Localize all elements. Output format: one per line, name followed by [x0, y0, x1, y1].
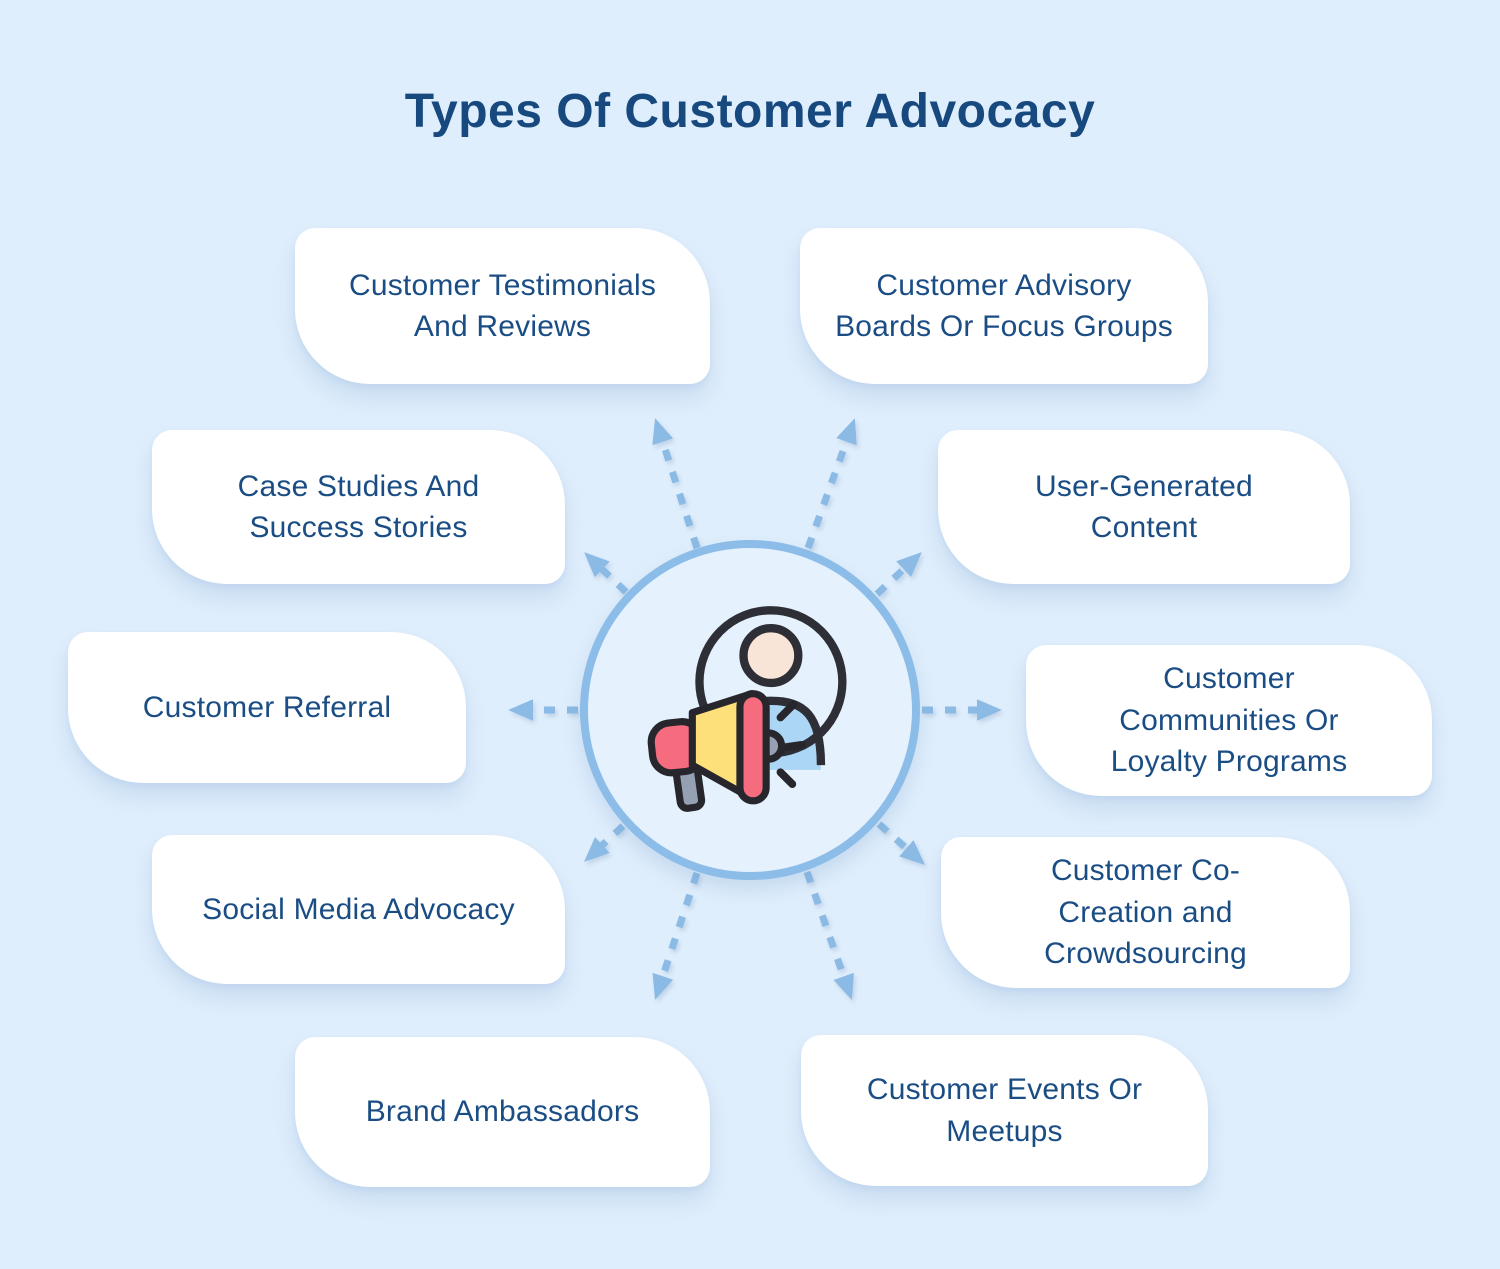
card-label: Customer Events Or Meetups: [866, 1073, 1143, 1148]
card-customer-communities: Customer Communities Or Loyalty Programs: [1026, 645, 1432, 796]
card-customer-referral: Customer Referral: [68, 632, 466, 783]
card-customer-co-creation: Customer Co- Creation and Crowdsourcing: [941, 837, 1350, 988]
card-label: Brand Ambassadors: [365, 1095, 640, 1129]
card-case-studies: Case Studies And Success Stories: [152, 430, 565, 584]
arrow-upper-right-diagonal: [874, 552, 922, 597]
card-label: Social Media Advocacy: [202, 892, 515, 926]
megaphone-person-icon: [647, 606, 847, 812]
card-label: Customer Testimonials And Reviews: [348, 268, 657, 343]
arrow-down-left: [652, 871, 701, 1000]
card-label: Customer Advisory Boards Or Focus Groups: [835, 268, 1173, 343]
arrow-up-right: [804, 418, 857, 550]
arrow-down-right: [803, 870, 854, 1000]
card-label: Case Studies And Success Stories: [237, 469, 480, 544]
arrow-up-left: [652, 418, 701, 550]
page-title: Types Of Customer Advocacy: [404, 85, 1096, 138]
arrow-lower-left-diagonal: [584, 823, 626, 862]
card-customer-testimonials: Customer Testimonials And Reviews: [295, 228, 710, 384]
arrow-upper-left-diagonal: [584, 552, 629, 595]
center-circle: [580, 540, 920, 880]
card-user-generated-content: User-Generated Content: [938, 430, 1350, 584]
card-label: Customer Co- Creation and Crowdsourcing: [1044, 854, 1247, 971]
card-label: Customer Communities Or Loyalty Programs: [1110, 662, 1348, 779]
card-label: User-Generated Content: [1035, 469, 1253, 544]
card-brand-ambassadors: Brand Ambassadors: [295, 1037, 710, 1187]
card-customer-advisory-boards: Customer Advisory Boards Or Focus Groups: [800, 228, 1208, 384]
card-customer-events: Customer Events Or Meetups: [801, 1035, 1208, 1186]
card-social-media-advocacy: Social Media Advocacy: [152, 835, 565, 984]
arrow-lower-right-diagonal: [876, 821, 925, 865]
card-label: Customer Referral: [142, 690, 392, 724]
